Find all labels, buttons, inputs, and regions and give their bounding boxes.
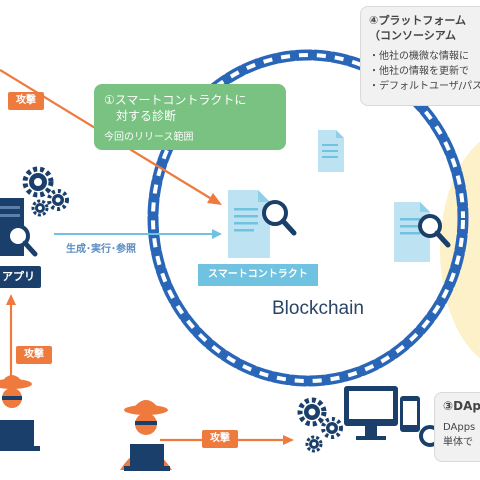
diag-line1: ①スマートコントラクトに xyxy=(104,93,247,107)
attack-arrow-vertical-head xyxy=(6,294,16,305)
smart-contract-diagnosis-box: ①スマートコントラクトに 対する診断 今回のリリース範囲 xyxy=(94,84,286,150)
document-icon xyxy=(394,202,430,262)
laptop-icon xyxy=(124,444,170,471)
attack-label: 攻撃 xyxy=(202,430,238,448)
diag-sub: 今回のリリース範囲 xyxy=(104,132,194,143)
smart-contract-document-icon xyxy=(228,190,270,258)
laptop-icon xyxy=(0,420,40,451)
platform-item: デフォルトユーザ/パス xyxy=(369,79,480,94)
monitor-icon xyxy=(344,386,398,440)
magnifier-icon xyxy=(262,200,297,236)
dapps-box: ③DAp DApps 単体で xyxy=(434,392,480,462)
dapps-line1: DApps xyxy=(443,422,476,433)
magnifier-icon xyxy=(418,214,451,248)
platform-box: ④プラットフォーム （コンソーシアム 他社の機微な情報に 他社の情報を更新で デ… xyxy=(360,6,480,106)
attack-arrow-bottom-head xyxy=(283,435,294,445)
generate-label: 生成･実行･参照 xyxy=(66,244,136,255)
smart-contract-label: スマートコントラクト xyxy=(198,264,318,286)
platform-items: 他社の機微な情報に 他社の情報を更新で デフォルトユーザ/パス xyxy=(369,49,480,94)
blockchain-ring xyxy=(147,49,469,387)
dapps-line2: 単体で xyxy=(443,437,473,448)
platform-title: ④プラットフォーム xyxy=(369,14,466,27)
generate-arrow-head xyxy=(212,229,222,239)
platform-item: 他社の機微な情報に xyxy=(369,49,480,64)
app-label: アプリ xyxy=(0,266,41,288)
platform-subtitle: （コンソーシアム xyxy=(369,29,457,42)
gear-icon xyxy=(297,397,343,453)
dapps-title: ③DAp xyxy=(443,399,480,413)
gear-icon xyxy=(22,166,69,217)
document-icon xyxy=(318,130,344,172)
diag-line2: 対する診断 xyxy=(116,109,177,123)
attack-label: 攻撃 xyxy=(16,346,52,364)
blockchain-label: Blockchain xyxy=(272,298,364,319)
platform-item: 他社の情報を更新で xyxy=(369,64,480,79)
magnifier-icon xyxy=(6,224,38,257)
smartphone-icon xyxy=(400,396,420,432)
attack-label: 攻撃 xyxy=(8,92,44,110)
attack-arrow-diagonal-head xyxy=(207,193,222,205)
